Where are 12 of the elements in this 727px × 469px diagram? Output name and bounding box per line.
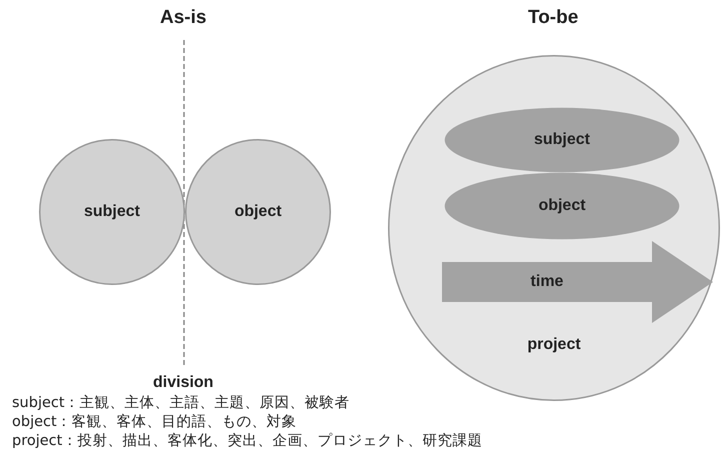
definition-text: subject：主観、主体、主語、主題、原因、被験者 <box>12 394 350 413</box>
node-label: project <box>527 335 581 355</box>
definition-text: project：投射、描出、客体化、突出、企画、プロジェクト、研究課題 <box>12 432 482 451</box>
definition-text: object：客観、客体、目的語、もの、対象 <box>12 413 297 432</box>
node-label: object <box>538 196 586 216</box>
node-label: object <box>234 202 282 222</box>
node-label: subject <box>534 130 590 150</box>
node-label: subject <box>84 202 140 222</box>
divider-label: division <box>153 373 214 392</box>
node-label: time <box>530 272 564 292</box>
section-title: As-is <box>160 8 206 27</box>
section-title: To-be <box>528 8 578 27</box>
